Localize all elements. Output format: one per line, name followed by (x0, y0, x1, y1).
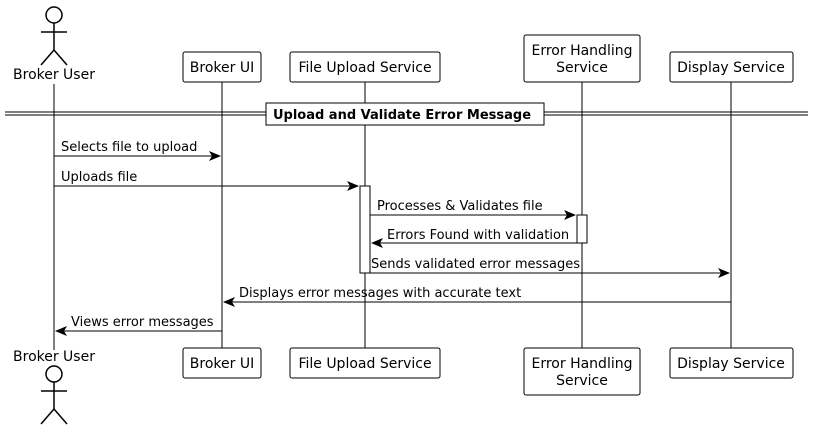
actor-broker-user-bottom (40, 365, 68, 425)
message-label: Uploads file (61, 170, 137, 185)
participant-label-error-handling-line2-top: Service (556, 60, 608, 76)
participant-label-file-upload-service-top: File Upload Service (298, 60, 431, 76)
participant-file-upload-service-bottom: File Upload Service (289, 347, 441, 379)
participant-broker-ui-bottom: Broker UI (182, 347, 262, 379)
participant-broker-ui-top: Broker UI (182, 51, 262, 83)
actor-head-icon (45, 6, 63, 24)
message-label: Processes & Validates file (377, 199, 543, 214)
group-label: Upload and Validate Error Message (273, 108, 531, 123)
participant-error-handling-service-bottom: Error Handling Service (523, 347, 641, 396)
group-divider: Upload and Validate Error Message (5, 102, 808, 126)
participant-label-file-upload-service-bottom: File Upload Service (298, 356, 431, 372)
message-1: Selects file to upload (54, 140, 221, 161)
participant-label-error-handling-line2-bottom: Service (556, 373, 608, 389)
participant-label-display-service-top: Display Service (677, 60, 785, 76)
actor-broker-user-top (40, 6, 68, 66)
activation-error-handling-service (576, 214, 588, 244)
message-label: Sends validated error messages (371, 257, 580, 272)
message-7: Views error messages (55, 315, 222, 336)
participant-display-service-bottom: Display Service (669, 347, 794, 379)
message-4: Errors Found with validation (371, 228, 577, 248)
message-2: Uploads file (54, 170, 359, 191)
message-label: Views error messages (71, 315, 214, 330)
participant-label-error-handling-line1-bottom: Error Handling (532, 356, 633, 372)
message-3: Processes & Validates file (370, 199, 576, 220)
message-label: Errors Found with validation (387, 228, 569, 243)
message-5: Sends validated error messages (370, 257, 730, 278)
participant-label-error-handling-line1-top: Error Handling (532, 43, 633, 59)
message-label: Displays error messages with accurate te… (239, 286, 521, 301)
participant-error-handling-service-top: Error Handling Service (523, 34, 641, 83)
participant-display-service-top: Display Service (669, 51, 794, 83)
participant-label-broker-user-bottom: Broker User (13, 349, 95, 365)
participant-label-broker-ui-bottom: Broker UI (190, 356, 254, 372)
message-6: Displays error messages with accurate te… (223, 286, 731, 307)
participant-label-broker-user-top: Broker User (13, 67, 95, 83)
participant-label-broker-ui-top: Broker UI (190, 60, 254, 76)
actor-head-icon (45, 365, 63, 383)
participant-file-upload-service-top: File Upload Service (289, 51, 441, 83)
message-label: Selects file to upload (61, 140, 197, 155)
participant-label-display-service-bottom: Display Service (677, 356, 785, 372)
activation-file-upload-service (359, 185, 371, 274)
